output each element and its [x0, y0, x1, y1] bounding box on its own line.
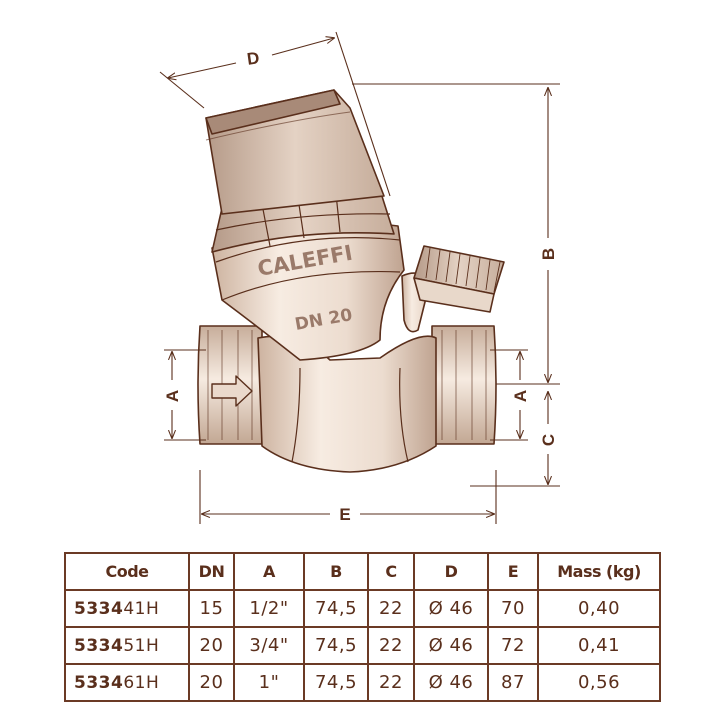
table-row: 533461H 20 1" 74,5 22 Ø 46 87 0,56 [64, 663, 661, 702]
header-mass: Mass (kg) [537, 552, 661, 591]
cell-mass: 0,56 [537, 663, 661, 702]
lower-body [257, 335, 437, 473]
cell-mass: 0,40 [537, 589, 661, 628]
cell-e: 87 [487, 663, 539, 702]
right-connection [431, 325, 497, 445]
dim-d-line-right [271, 38, 334, 56]
dim-a-left-label: A [163, 390, 182, 402]
dimension-table: Code DN A B C D E Mass (kg) 533441H 15 1… [64, 552, 661, 702]
flow-arrow-icon [211, 375, 253, 407]
cell-b: 74,5 [303, 626, 369, 665]
cell-dn: 20 [188, 663, 235, 702]
header-a: A [233, 552, 305, 591]
valve-technical-drawing: CALEFFI DN 20 D B C A A E [159, 31, 560, 524]
dim-c-label: C [539, 434, 558, 446]
valve-body [197, 89, 505, 473]
dim-d-label: D [246, 48, 261, 69]
cell-c: 22 [367, 626, 415, 665]
table-header-row: Code DN A B C D E Mass (kg) [64, 552, 661, 591]
cell-code: 533461H [64, 663, 190, 702]
dim-a-right-label: A [511, 390, 530, 402]
header-e: E [487, 552, 539, 591]
code-suffix: 41H [123, 598, 160, 619]
code-prefix: 5334 [74, 672, 124, 693]
cell-e: 70 [487, 589, 539, 628]
cell-d: Ø 46 [413, 589, 489, 628]
table-row: 533451H 20 3/4" 74,5 22 Ø 46 72 0,41 [64, 626, 661, 665]
cell-c: 22 [367, 589, 415, 628]
code-suffix: 51H [123, 635, 160, 656]
dim-d-line-left [168, 62, 237, 78]
cell-dn: 15 [188, 589, 235, 628]
header-c: C [367, 552, 415, 591]
cell-a: 1" [233, 663, 305, 702]
header-d: D [413, 552, 489, 591]
cell-code: 533441H [64, 589, 190, 628]
cell-dn: 20 [188, 626, 235, 665]
header-dn: DN [188, 552, 235, 591]
code-suffix: 61H [123, 672, 160, 693]
cell-b: 74,5 [303, 589, 369, 628]
cell-b: 74,5 [303, 663, 369, 702]
cell-e: 72 [487, 626, 539, 665]
cell-c: 22 [367, 663, 415, 702]
cell-d: Ø 46 [413, 626, 489, 665]
header-b: B [303, 552, 369, 591]
cell-a: 1/2" [233, 589, 305, 628]
cell-code: 533451H [64, 626, 190, 665]
dim-b-label: B [539, 248, 558, 260]
code-prefix: 5334 [74, 598, 124, 619]
dimension-lines [159, 31, 560, 524]
dim-e-label: E [339, 505, 350, 524]
cell-mass: 0,41 [537, 626, 661, 665]
cell-d: Ø 46 [413, 663, 489, 702]
table-row: 533441H 15 1/2" 74,5 22 Ø 46 70 0,40 [64, 589, 661, 628]
header-code: Code [64, 552, 190, 591]
code-prefix: 5334 [74, 635, 124, 656]
cell-a: 3/4" [233, 626, 305, 665]
